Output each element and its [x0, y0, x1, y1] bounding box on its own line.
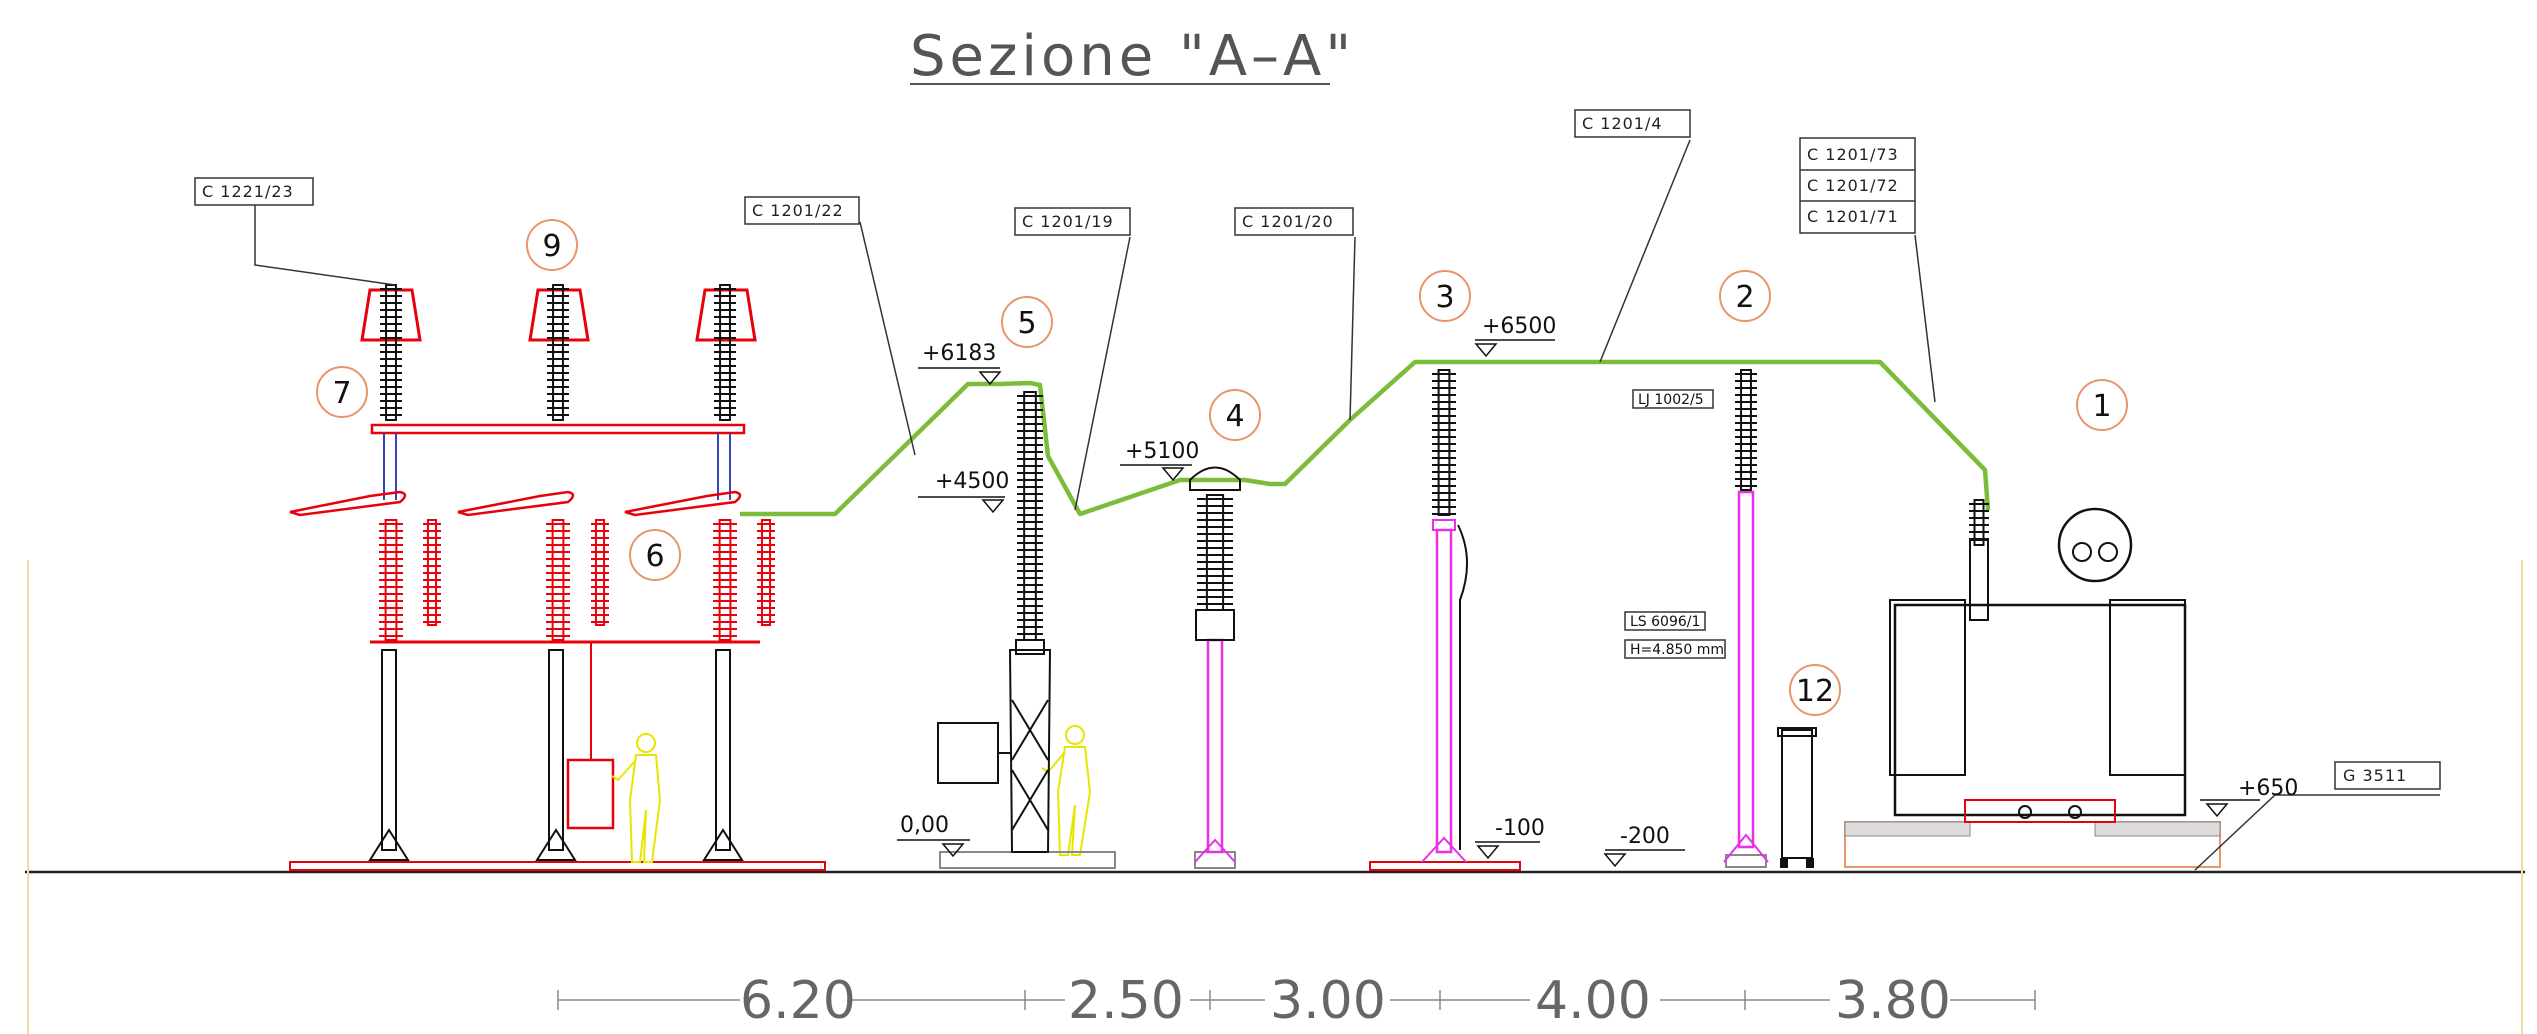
insulator-post-4: [1197, 494, 1233, 611]
callout-c-1201-72: C 1201/72: [1807, 176, 1899, 195]
insulator-red-a2: [423, 519, 441, 626]
bay-foundation: [289, 861, 826, 871]
post-insulator-4: [1189, 466, 1241, 869]
insulator-top-a: [380, 284, 402, 421]
radiator-left: [1889, 599, 1966, 776]
insulator-red-a1: [379, 519, 403, 641]
equipment-number-12: 12: [1796, 674, 1834, 709]
callout-c-1201-73: C 1201/73: [1807, 145, 1899, 164]
upper-posts: [383, 433, 731, 500]
callout-leaders: [254, 139, 2440, 871]
elevation-minus-200: -200: [1620, 824, 1670, 849]
busbar-conductor: [740, 359, 1991, 517]
insulator-arrester-3: [1432, 369, 1456, 516]
equipment-number-6: 6: [645, 539, 664, 574]
equipment-number-9: 9: [542, 229, 561, 264]
insulator-top-c: [714, 284, 736, 421]
dimension-4-00: 4.00: [1535, 971, 1651, 1031]
dimension-3-80: 3.80: [1835, 971, 1951, 1031]
dimension-6-20: 6.20: [740, 971, 856, 1031]
elevation-minus-100: -100: [1495, 816, 1545, 841]
number-circles: [316, 219, 2128, 716]
junction-box-5: [937, 722, 999, 784]
dimension-2-50: 2.50: [1068, 971, 1184, 1031]
section-title: Sezione "A–A": [910, 24, 1355, 89]
callout-c-1201-4: C 1201/4: [1582, 114, 1663, 133]
switch-blades: [289, 490, 742, 517]
callout-c-1201-22: C 1201/22: [752, 201, 844, 220]
callout-g-3511: G 3511: [2343, 766, 2407, 785]
corona-rings: [360, 288, 757, 342]
foundation-3: [1369, 861, 1521, 871]
earth-lead-3: [1457, 524, 1469, 850]
insulator-bushing-1: [1969, 499, 1989, 546]
post-insulator-2: [1723, 490, 1769, 868]
callout-c-1201-20: C 1201/20: [1242, 212, 1334, 231]
dimension-chain: [557, 990, 2036, 1010]
transformer-tank: [1893, 603, 2187, 817]
control-cabinet: [566, 758, 615, 830]
insulator-red-c1: [713, 519, 737, 641]
elevation-plus-650: +650: [2238, 776, 2298, 801]
dimension-3-00: 3.00: [1270, 971, 1386, 1031]
power-transformer-1: [1844, 507, 2221, 868]
surge-arrester-3: [1369, 519, 1521, 871]
worker-figure-1: [611, 733, 662, 863]
upper-frame: [370, 423, 746, 435]
insulator-ct-5: [1017, 391, 1043, 641]
disconnector-bay: [289, 288, 826, 871]
insulator-red-c2: [757, 519, 775, 626]
insulator-top-b: [547, 284, 569, 421]
annotation-lj-1002-5: LJ 1002/5: [1638, 392, 1704, 408]
equipment-number-5: 5: [1017, 306, 1036, 341]
elevation-plus-6500: +6500: [1482, 314, 1556, 339]
equipment-number-1: 1: [2092, 389, 2111, 424]
elevation-zero: 0,00: [900, 813, 949, 838]
lattice-support-5: [1008, 649, 1052, 853]
insulator-post-2: [1735, 369, 1757, 491]
annotation-height: H=4.850 mm: [1630, 642, 1724, 658]
support-post-2: [1737, 490, 1755, 849]
marshalling-kiosk-12: [1777, 727, 1817, 868]
elevation-plus-5100: +5100: [1125, 439, 1199, 464]
elevation-plus-6183: +6183: [922, 341, 996, 366]
insulator-red-b2: [591, 519, 609, 626]
hv-bushing-base: [1969, 539, 1989, 621]
equipment-number-4: 4: [1225, 399, 1244, 434]
callout-c-1201-71: C 1201/71: [1807, 207, 1899, 226]
callout-c-1201-19: C 1201/19: [1022, 212, 1114, 231]
insulator-red-b1: [546, 519, 570, 641]
equipment-number-3: 3: [1435, 280, 1454, 315]
callout-boxes: [194, 109, 2441, 790]
support-post-3: [1435, 528, 1453, 854]
elevation-markers: [897, 339, 2260, 868]
conservator-tank: [2057, 507, 2133, 583]
equipment-number-2: 2: [1735, 280, 1754, 315]
bay-columns: [368, 649, 744, 861]
radiator-right: [2109, 599, 2186, 776]
insulator-stacks: [379, 284, 1989, 641]
equipment-number-7: 7: [332, 376, 351, 411]
foundation-5: [939, 851, 1116, 869]
callout-c-1221-23: C 1221/23: [202, 182, 294, 201]
elevation-plus-4500: +4500: [935, 469, 1009, 494]
annotation-ls-6096-1: LS 6096/1: [1630, 614, 1700, 630]
current-transformer-5: [937, 639, 1116, 869]
support-post-4: [1206, 638, 1224, 854]
